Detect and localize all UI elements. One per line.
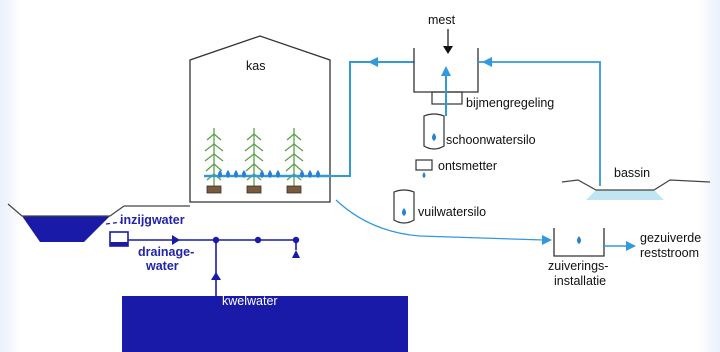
to-treatment-flow [335, 199, 545, 241]
supply-arrow [368, 57, 378, 67]
fertilizer-arrow-head [443, 46, 453, 54]
purified-label-2: reststroom [640, 246, 699, 260]
clean-water-silo-label: schoonwatersilo [446, 133, 536, 147]
plants [204, 128, 304, 186]
drain-arrow [172, 235, 180, 245]
silo-to-mixer-arrow [441, 66, 451, 76]
clean-water-silo [423, 113, 445, 150]
ditch-water [22, 216, 110, 242]
mixing-control-label: bijmengregeling [466, 96, 554, 110]
treatment-label-2: installatie [554, 274, 606, 288]
disinfector-drop [422, 172, 426, 178]
groundwater-body [122, 296, 408, 352]
basin-return-arrow [482, 57, 492, 67]
basin-bank [561, 179, 711, 191]
plant-pots [206, 185, 302, 194]
greenhouse-label: kas [246, 59, 265, 73]
fertilizer-label: mest [428, 13, 456, 27]
drain-nodes [212, 236, 300, 258]
disinfector-label: ontsmetter [438, 159, 497, 173]
clean-silo-drop [432, 133, 436, 141]
treatment-tank [553, 228, 605, 257]
to-treatment-arrow [542, 235, 552, 245]
disinfector-box [415, 159, 433, 171]
greenhouse-outline [189, 35, 331, 203]
drainage-pit-fill [110, 242, 128, 246]
seepage-up-arrow [211, 272, 221, 280]
drainage-label-1: drainage- [138, 245, 194, 259]
drainage-label-2: water [145, 259, 179, 273]
treatment-label-1: zuiverings- [548, 259, 608, 273]
dirty-water-silo [393, 189, 415, 224]
dirty-water-silo-label: vuilwatersilo [418, 205, 486, 219]
supply-pipe [330, 61, 414, 177]
infiltration-label: inzijgwater [120, 213, 185, 227]
basin-water [586, 190, 664, 200]
treatment-drop [577, 236, 581, 244]
infiltration-line [105, 221, 123, 225]
ditch-bank [7, 203, 125, 217]
purified-outflow-arrow [626, 241, 636, 251]
purified-label-1: gezuiverde [640, 231, 701, 245]
basin-return-pipe [478, 61, 601, 186]
basin-label: bassin [614, 166, 650, 180]
seepage-label: kwelwater [222, 294, 278, 308]
drip-drops [218, 170, 320, 178]
dirty-silo-drop [402, 208, 406, 216]
